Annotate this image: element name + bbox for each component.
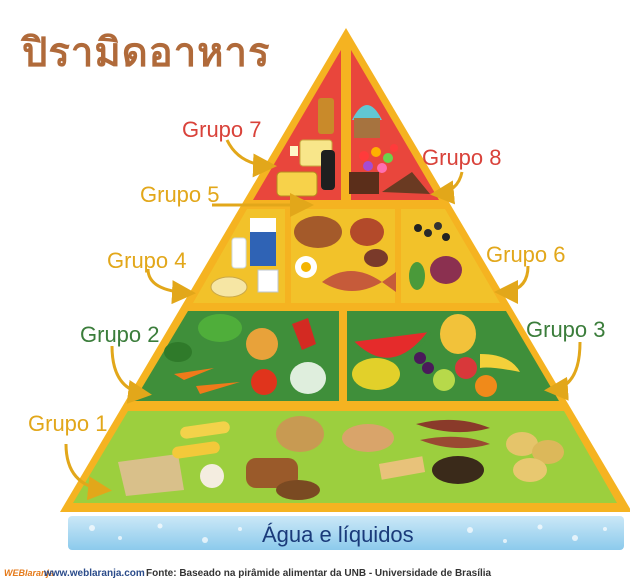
pointer-arrows [64, 139, 582, 501]
grains-breads-foods [118, 416, 564, 500]
tier-2-right [347, 311, 559, 401]
tier-top-right [351, 50, 439, 200]
footer-source-text: Fonte: Baseado na pirâmide alimentar da … [146, 568, 492, 579]
meat-foods [294, 216, 396, 292]
fruits-foods [350, 314, 520, 397]
oils-fats-foods [276, 98, 335, 197]
arrow-grupo-4 [146, 268, 196, 305]
footer-site-link[interactable]: www.weblaranja.com [44, 568, 145, 579]
arrow-grupo-1 [64, 443, 112, 501]
label-grupo-8: Grupo 8 [422, 145, 502, 170]
arrow-grupo-7 [225, 139, 277, 178]
legumes-foods [409, 222, 462, 290]
page-title: ปิรามิดอาหาร [22, 30, 271, 76]
label-grupo-5: Grupo 5 [140, 182, 220, 207]
water-label: Água e líquidos [262, 522, 414, 547]
label-grupo-1: Grupo 1 [28, 411, 108, 436]
arrow-grupo-3 [544, 341, 582, 401]
footer: WEBlaranja www.weblaranja.com Fonte: Bas… [0, 566, 630, 581]
sweets-foods [349, 105, 430, 194]
label-grupo-4: Grupo 4 [107, 248, 187, 273]
arrow-grupo-8 [430, 171, 464, 205]
label-grupo-7: Grupo 7 [182, 117, 262, 142]
footer-brand-logo: WEBlaranja [4, 568, 55, 578]
label-grupo-6: Grupo 6 [486, 242, 566, 267]
label-grupo-3: Grupo 3 [526, 317, 606, 342]
label-grupo-2: Grupo 2 [80, 322, 160, 347]
dairy-foods [210, 218, 279, 298]
arrow-grupo-6 [494, 265, 530, 304]
arrow-grupo-2 [110, 345, 152, 404]
vegetables-foods [164, 314, 326, 395]
water-bubbles [89, 523, 607, 543]
